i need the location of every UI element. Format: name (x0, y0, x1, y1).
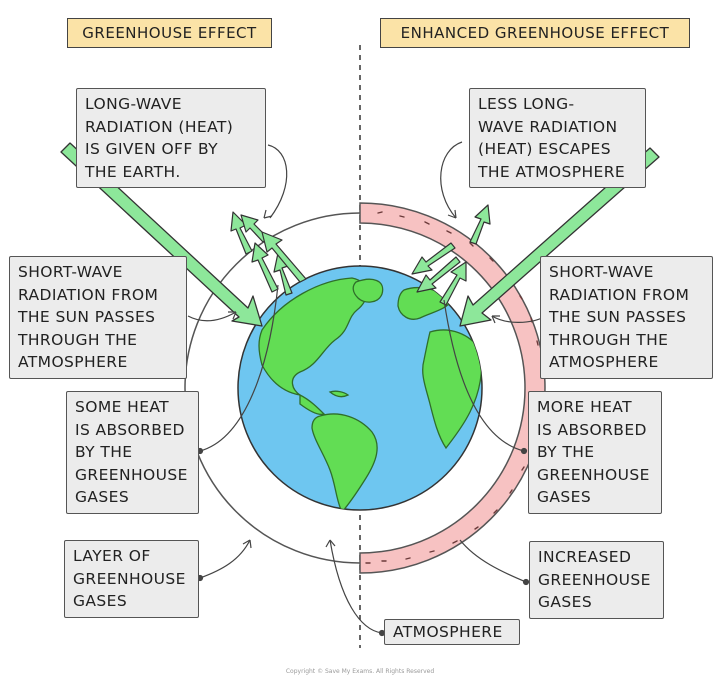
label-less-longwave-escapes: LESS LONG- WAVE RADIATION (HEAT) ESCAPES… (469, 88, 646, 188)
label-some-heat-absorbed: SOME HEAT IS ABSORBED BY THE GREENHOUSE … (66, 391, 199, 514)
heat-arrow (230, 211, 307, 296)
label-shortwave-left: SHORT-WAVE RADIATION FROM THE SUN PASSES… (9, 256, 187, 379)
label-increased-greenhouse-gases: INCREASED GREENHOUSE GASES (529, 541, 664, 619)
label-atmosphere: ATMOSPHERE (384, 619, 520, 645)
earth-globe (237, 265, 483, 511)
title-enhanced-greenhouse-effect: ENHANCED GREENHOUSE EFFECT (380, 18, 690, 48)
label-more-heat-absorbed: MORE HEAT IS ABSORBED BY THE GREENHOUSE … (528, 391, 662, 514)
label-layer-of-greenhouse-gases: LAYER OF GREENHOUSE GASES (64, 540, 199, 618)
greenhouse-gas-layer (184, 212, 361, 564)
heat-arrow (411, 204, 491, 306)
label-shortwave-right: SHORT-WAVE RADIATION FROM THE SUN PASSES… (540, 256, 713, 379)
title-greenhouse-effect: GREENHOUSE EFFECT (67, 18, 272, 48)
copyright-text: Copyright © Save My Exams. All Rights Re… (285, 668, 435, 675)
label-longwave-given-off: LONG-WAVE RADIATION (HEAT) IS GIVEN OFF … (76, 88, 266, 188)
